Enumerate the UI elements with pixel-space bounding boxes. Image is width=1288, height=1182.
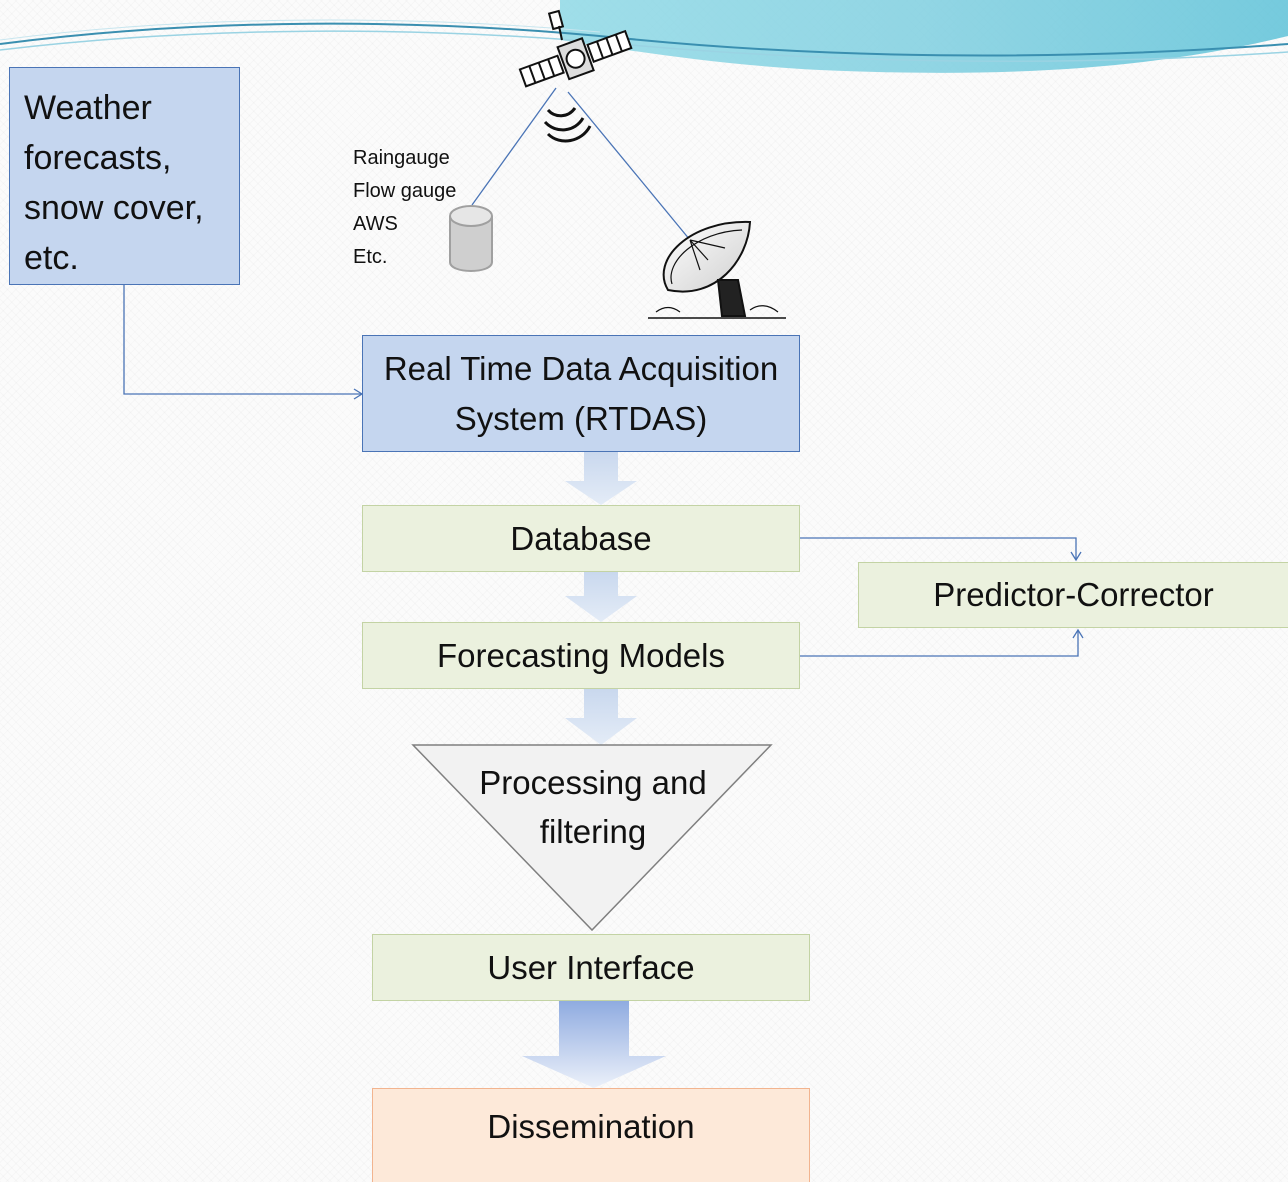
weather-forecasts-label: Weather forecasts, snow cover, etc.	[24, 89, 204, 277]
flow-arrow-database-models	[565, 572, 637, 622]
satellite-icon	[518, 9, 633, 143]
gauge-item: Etc.	[353, 246, 388, 268]
weather-forecasts-box: Weather forecasts, snow cover, etc.	[9, 67, 240, 285]
flow-arrow-interface-dissemination	[522, 1001, 666, 1088]
user-interface-label: User Interface	[487, 948, 695, 986]
rtdas-label: Real Time Data Acquisition System (RTDAS…	[383, 349, 779, 437]
forecasting-models-box: Forecasting Models	[362, 622, 800, 689]
satellite-dish-icon	[648, 220, 786, 319]
database-label: Database	[510, 519, 652, 557]
connector-models-predictor	[800, 630, 1079, 657]
arrowhead-predictor-top	[1070, 551, 1082, 562]
link-gauge-satellite	[471, 87, 557, 206]
gauge-item: Raingauge	[353, 147, 450, 169]
dissemination-label: Dissemination	[487, 1107, 695, 1145]
predictor-corrector-box: Predictor-Corrector	[858, 562, 1288, 628]
processing-triangle	[411, 744, 773, 932]
wave-banner	[0, 0, 1288, 73]
database-box: Database	[362, 505, 800, 572]
link-satellite-dish	[567, 91, 691, 241]
dissemination-box: Dissemination	[372, 1088, 810, 1182]
cylinder-icon	[449, 205, 493, 272]
predictor-corrector-label: Predictor-Corrector	[933, 576, 1214, 613]
flow-arrow-rtdas-database	[565, 452, 637, 505]
processing-label: Processing and filtering	[479, 764, 707, 850]
gauge-item: Flow gauge	[353, 180, 457, 202]
connector-weather-rtdas	[123, 285, 362, 395]
forecasting-models-label: Forecasting Models	[437, 636, 725, 674]
gauge-item: AWS	[353, 213, 398, 235]
flow-arrow-models-processing	[565, 689, 637, 745]
rtdas-box: Real Time Data Acquisition System (RTDAS…	[362, 335, 800, 452]
user-interface-box: User Interface	[372, 934, 810, 1001]
connector-database-predictor	[800, 537, 1077, 560]
gauge-list: Raingauge Flow gauge AWS Etc.	[353, 142, 456, 274]
arrowhead-predictor-bottom	[1072, 628, 1084, 639]
